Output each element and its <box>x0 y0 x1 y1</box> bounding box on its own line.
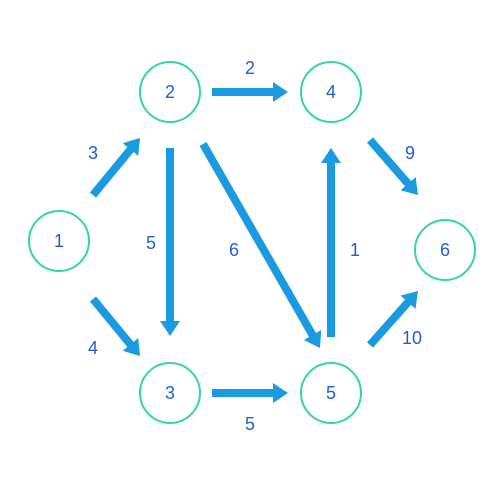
arrowhead <box>400 291 418 309</box>
edge-arrow-2-to-4 <box>212 82 288 102</box>
edge-weight-2-to-4: 2 <box>245 58 255 78</box>
node-4: 4 <box>300 61 362 123</box>
edge-weight-2-to-5: 6 <box>229 240 239 260</box>
node-circle <box>139 362 201 424</box>
arrowhead <box>273 383 288 403</box>
edge-arrow-5-to-6 <box>367 291 418 348</box>
arrowhead <box>122 138 140 156</box>
arrowhead <box>160 321 180 336</box>
node-1: 1 <box>28 210 90 272</box>
edge-arrow-2-to-3 <box>160 148 180 336</box>
edge-shaft <box>89 296 135 348</box>
node-3: 3 <box>139 362 201 424</box>
edge-labels-layer: 3 4 2 5 6 5 1 9 10 <box>88 58 422 434</box>
node-circle <box>300 61 362 123</box>
arrowhead <box>321 148 341 163</box>
edge-weight-2-to-3: 5 <box>146 233 156 253</box>
edge-arrow-4-to-6 <box>366 137 418 195</box>
edge-weight-4-to-6: 9 <box>405 143 415 163</box>
edge-arrow-5-to-4 <box>321 148 341 337</box>
node-6: 6 <box>414 219 476 281</box>
edge-shaft <box>199 142 317 338</box>
edge-weight-3-to-5: 5 <box>245 414 255 434</box>
node-label: 2 <box>165 82 175 102</box>
node-2: 2 <box>139 61 201 123</box>
edge-arrow-2-to-5 <box>199 142 322 348</box>
node-circle <box>414 219 476 281</box>
node-label: 4 <box>326 82 336 102</box>
node-circle <box>28 210 90 272</box>
node-label: 1 <box>54 231 64 251</box>
arrowhead <box>303 330 322 348</box>
edge-shaft <box>367 298 412 348</box>
node-circle <box>139 61 201 123</box>
node-5: 5 <box>300 362 362 424</box>
arrowhead <box>122 338 140 356</box>
arrowhead <box>273 82 288 102</box>
node-label: 3 <box>165 383 175 403</box>
edge-arrow-3-to-5 <box>212 383 288 403</box>
node-circle <box>300 362 362 424</box>
arrowhead <box>400 177 418 195</box>
edge-weight-1-to-3: 4 <box>88 338 98 358</box>
edge-weight-5-to-4: 1 <box>350 240 360 260</box>
node-label: 5 <box>326 383 336 403</box>
edge-arrow-1-to-3 <box>89 296 140 356</box>
nodes-layer: 1 2 3 4 5 6 <box>28 61 476 424</box>
edge-weight-5-to-6: 10 <box>402 328 422 348</box>
edge-weight-1-to-2: 3 <box>88 143 98 163</box>
edges-layer <box>89 82 418 403</box>
edge-shaft <box>89 146 135 198</box>
node-label: 6 <box>440 240 450 260</box>
edge-arrow-1-to-2 <box>89 138 140 198</box>
edge-shaft <box>366 137 412 188</box>
